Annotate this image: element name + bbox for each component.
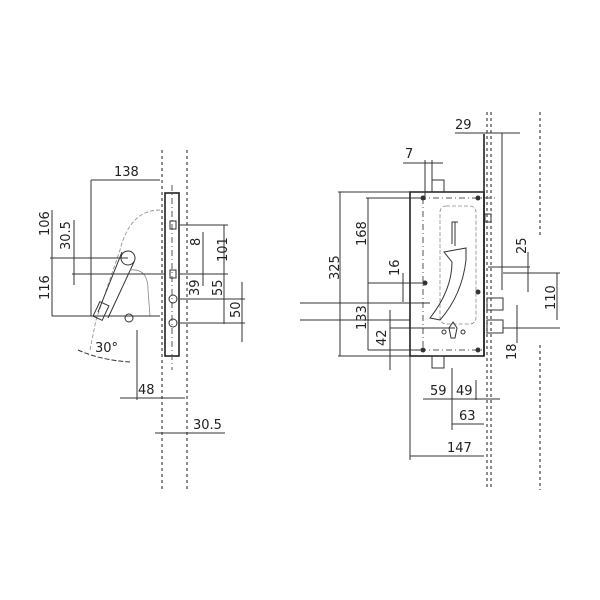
screw <box>420 195 426 201</box>
dim-label-106: 106 <box>38 211 53 236</box>
dim-label-25: 25 <box>515 237 530 254</box>
lock-case <box>409 191 485 357</box>
top-bolt <box>431 179 445 193</box>
dim-label-168: 168 <box>355 221 370 246</box>
dim-label-7: 7 <box>405 147 413 162</box>
faceplate-hole <box>168 318 178 328</box>
dim-label-138: 138 <box>114 165 139 180</box>
dim-label-29: 29 <box>455 118 472 133</box>
dim-label-39: 39 <box>188 279 203 296</box>
dead-bolt <box>486 319 504 334</box>
handle-swing-outline <box>89 209 161 351</box>
screw <box>475 289 481 295</box>
dim-label-8: 8 <box>189 238 204 246</box>
hole <box>460 329 466 335</box>
handle-knob <box>124 313 134 323</box>
dim-label-116: 116 <box>38 275 53 300</box>
dim-label-133: 133 <box>355 305 370 330</box>
handle-body <box>129 269 160 317</box>
angle-label: 30° <box>95 341 118 356</box>
faceplate-hole <box>168 294 178 304</box>
dim-label-325: 325 <box>328 255 343 280</box>
spring <box>451 221 458 246</box>
mechanism-outline <box>439 205 477 325</box>
angle-arc <box>77 349 131 363</box>
faceplate-slot <box>484 213 492 223</box>
dim-label-48: 48 <box>138 383 155 398</box>
dim-label-30-5: 30.5 <box>59 221 74 250</box>
handle-lever <box>97 251 135 319</box>
left-view: 138 106 30.5 116 8 101 39 55 50 30° 48 3… <box>38 150 245 490</box>
screw <box>420 347 426 353</box>
dim-label-101: 101 <box>216 237 231 262</box>
handle-grip <box>92 300 110 322</box>
keyhole <box>448 321 458 339</box>
faceplate-slot <box>169 220 177 230</box>
dim-label-147: 147 <box>447 441 472 456</box>
dim-label-18: 18 <box>505 343 520 360</box>
latch-bolt <box>486 297 504 311</box>
hole <box>441 329 447 335</box>
dim-label-50: 50 <box>229 301 244 318</box>
faceplate-slot <box>169 269 177 279</box>
dim-label-42: 42 <box>375 329 390 346</box>
dim-label-49: 49 <box>456 384 473 399</box>
dim-label-59: 59 <box>430 384 447 399</box>
latch-lever <box>429 247 467 321</box>
dim-label-63: 63 <box>459 409 476 424</box>
dim-label-110: 110 <box>544 285 559 310</box>
dim-label-55: 55 <box>211 279 226 296</box>
dim-label-30-5-bottom: 30.5 <box>193 418 222 433</box>
bottom-bolt <box>431 355 445 369</box>
right-view: 29 7 325 168 16 133 42 25 110 18 59 49 6… <box>300 112 560 490</box>
dim-label-16: 16 <box>388 259 403 276</box>
screw <box>475 347 481 353</box>
screw <box>475 195 481 201</box>
